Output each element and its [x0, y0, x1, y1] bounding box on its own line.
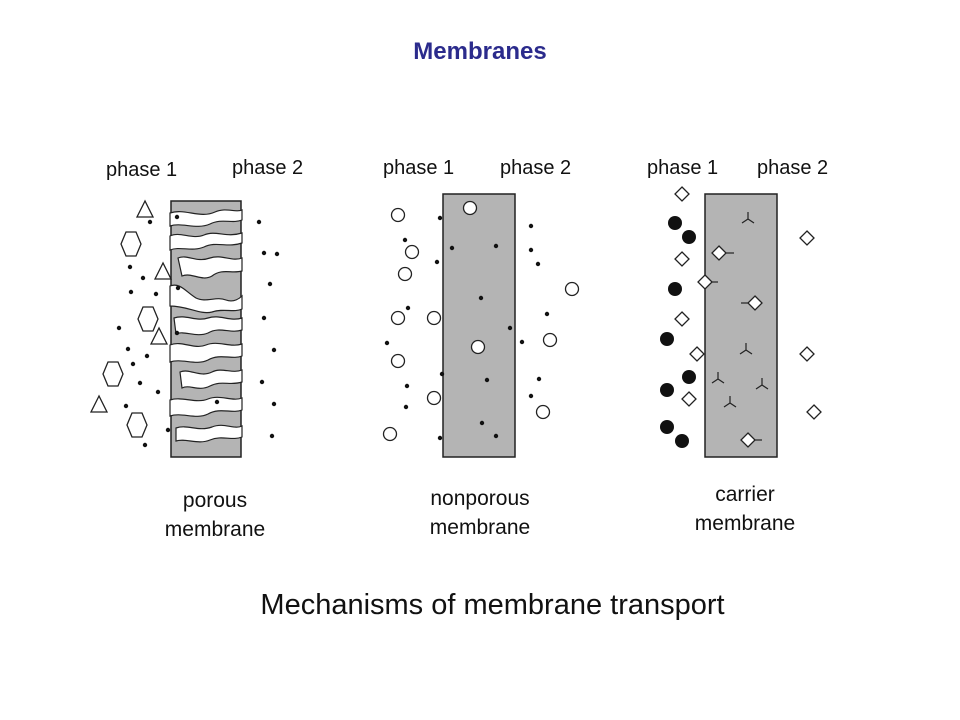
porous-panel — [89, 199, 280, 458]
hexagon-particle — [102, 361, 124, 387]
carrier-diamonds — [674, 186, 822, 448]
carrier-panel — [660, 186, 822, 458]
diagram-caption: Mechanisms of membrane transport — [260, 589, 725, 621]
carrier-label-line1: carrier — [715, 483, 775, 506]
slide-title: Membranes — [413, 38, 547, 65]
triangle-particle — [89, 394, 109, 413]
porous-phase2-label: phase 2 — [232, 157, 304, 179]
carrier-membrane — [704, 193, 778, 458]
nonporous-dots — [384, 215, 550, 441]
hexagon-particle — [137, 306, 159, 332]
porous-membrane-label: porous membrane — [150, 486, 280, 544]
carrier-phase2-label: phase 2 — [757, 157, 829, 179]
triangle-particle — [149, 326, 169, 345]
nonporous-phase1-label: phase 1 — [383, 157, 455, 179]
porous-label-line2: membrane — [164, 518, 266, 541]
nonporous-phase2-label: phase 2 — [500, 157, 572, 179]
nonporous-label-line1: nonporous — [430, 487, 530, 510]
porous-label-line1: porous — [182, 489, 248, 512]
porous-phase1-particles — [89, 199, 173, 438]
porous-phase1-label: phase 1 — [106, 159, 178, 181]
carrier-phase1-label: phase 1 — [647, 157, 719, 179]
carrier-filled-circles — [660, 216, 696, 448]
nonporous-membrane-label: nonporous membrane — [410, 484, 550, 542]
nonporous-label-line2: membrane — [429, 516, 531, 539]
carrier-membrane-label: carrier membrane — [680, 480, 810, 538]
porous-dots — [116, 214, 280, 448]
nonporous-panel — [382, 193, 580, 458]
hexagon-particle — [126, 412, 148, 438]
triangle-particle — [153, 261, 173, 280]
carrier-label-line2: membrane — [694, 512, 796, 535]
membrane-pores — [169, 209, 243, 443]
hexagon-particle — [120, 231, 142, 257]
carrier-molecules — [711, 212, 769, 441]
nonporous-membrane — [442, 193, 516, 458]
nonporous-circles — [382, 200, 580, 442]
triangle-particle — [135, 199, 155, 218]
